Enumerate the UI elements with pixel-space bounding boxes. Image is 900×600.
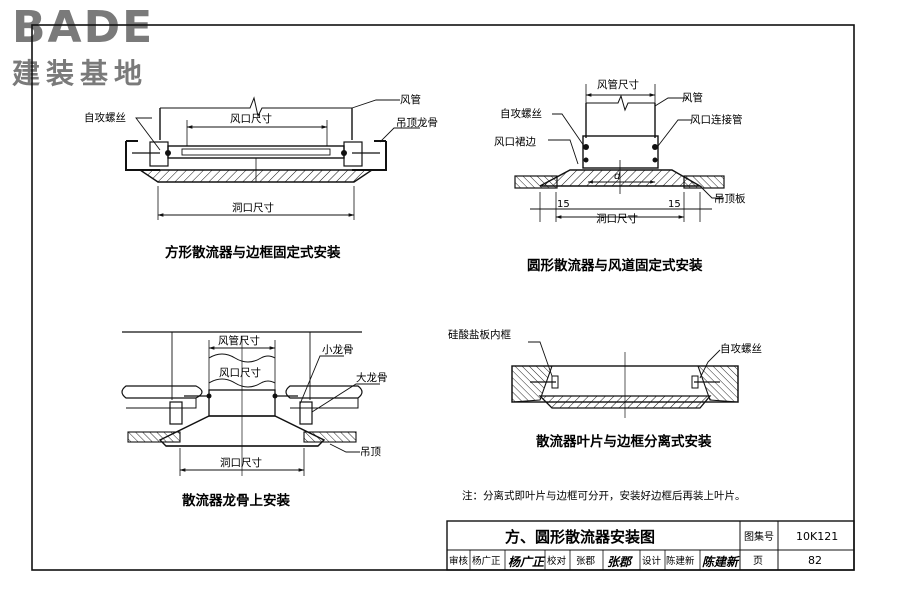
title-block-checker: 张郡 <box>576 556 596 567</box>
fig2-label-d: d <box>614 171 621 182</box>
fig2-dim-left: 15 <box>557 199 570 210</box>
title-block-title: 方、圆形散流器安装图 <box>505 528 655 546</box>
title-block-page-no: 82 <box>808 554 822 567</box>
figure-separable-diffuser: 硅酸盐板内框 自攻螺丝 散流器叶片与边框分离式安装 <box>448 328 762 450</box>
title-block-design-label: 设计 <box>642 555 662 567</box>
fig1-label-hole-size: 洞口尺寸 <box>232 201 274 214</box>
fig1-caption: 方形散流器与边框固定式安装 <box>165 244 341 261</box>
bade-logo: BADE 建装基地 <box>6 2 181 90</box>
fig3-label-duct-size: 风管尺寸 <box>218 334 260 347</box>
title-block-reviewer-signature: 杨广正 <box>508 555 546 569</box>
title-block-atlas-label: 图集号 <box>744 530 774 543</box>
fig2-label-ceiling-board: 吊顶板 <box>714 192 746 205</box>
figure-square-diffuser: 自攻螺丝 风管 吊顶龙骨 风口尺寸 洞口尺寸 方形散流器与边框固定式安装 <box>84 93 438 261</box>
fig2-label-flange: 风口裙边 <box>494 135 536 148</box>
fig3-label-outlet-size: 风口尺寸 <box>219 366 261 379</box>
title-block-designer: 陈建新 <box>666 555 695 567</box>
fig4-label-inner-frame: 硅酸盐板内框 <box>448 328 511 341</box>
fig2-label-screw: 自攻螺丝 <box>500 107 542 120</box>
fig2-caption: 圆形散流器与风道固定式安装 <box>527 257 703 274</box>
title-block: 方、圆形散流器安装图 图集号 10K121 页 82 审核 杨广正 杨广正 校对… <box>446 520 855 571</box>
fig3-label-big-keel: 大龙骨 <box>356 371 388 384</box>
fig2-label-duct: 风管 <box>682 91 703 104</box>
figure-keel-diffuser: 风管尺寸 风口尺寸 小龙骨 大龙骨 吊顶 洞口尺寸 散流器龙骨上安装 <box>121 331 388 509</box>
fig3-caption: 散流器龙骨上安装 <box>182 492 290 509</box>
title-block-designer-signature: 陈建新 <box>702 555 740 569</box>
note: 注：分离式即叶片与边框可分开，安装好边框后再装上叶片。 <box>462 489 746 502</box>
fig1-label-screw: 自攻螺丝 <box>84 111 126 124</box>
fig1-label-outlet-size: 风口尺寸 <box>230 112 272 125</box>
title-block-check-label: 校对 <box>547 555 567 567</box>
figure-round-diffuser: 风管尺寸 风管 自攻螺丝 风口连接管 风口裙边 d 吊顶板 15 15 洞口尺寸… <box>494 78 746 274</box>
fig2-label-connector: 风口连接管 <box>690 113 743 126</box>
drawing-border <box>31 24 855 571</box>
title-block-atlas-no: 10K121 <box>796 530 838 543</box>
logo-subtitle: 建装基地 <box>12 57 149 90</box>
fig1-label-ceiling-keel: 吊顶龙骨 <box>396 116 438 129</box>
fig2-label-duct-size: 风管尺寸 <box>597 78 639 91</box>
fig3-label-ceiling: 吊顶 <box>360 446 381 458</box>
fig3-label-hole-size: 洞口尺寸 <box>220 456 262 469</box>
fig1-label-duct: 风管 <box>400 93 421 106</box>
fig2-dim-right: 15 <box>668 199 681 210</box>
fig3-label-small-keel: 小龙骨 <box>322 343 354 356</box>
title-block-reviewer: 杨广正 <box>472 555 501 567</box>
title-block-checker-signature: 张郡 <box>607 555 634 569</box>
fig2-label-hole-size: 洞口尺寸 <box>596 212 638 225</box>
logo-brand: BADE <box>12 2 155 53</box>
fig4-caption: 散流器叶片与边框分离式安装 <box>536 433 712 450</box>
fig4-label-screw: 自攻螺丝 <box>720 342 762 355</box>
title-block-review-label: 审核 <box>449 555 469 567</box>
title-block-page-label: 页 <box>753 555 763 567</box>
